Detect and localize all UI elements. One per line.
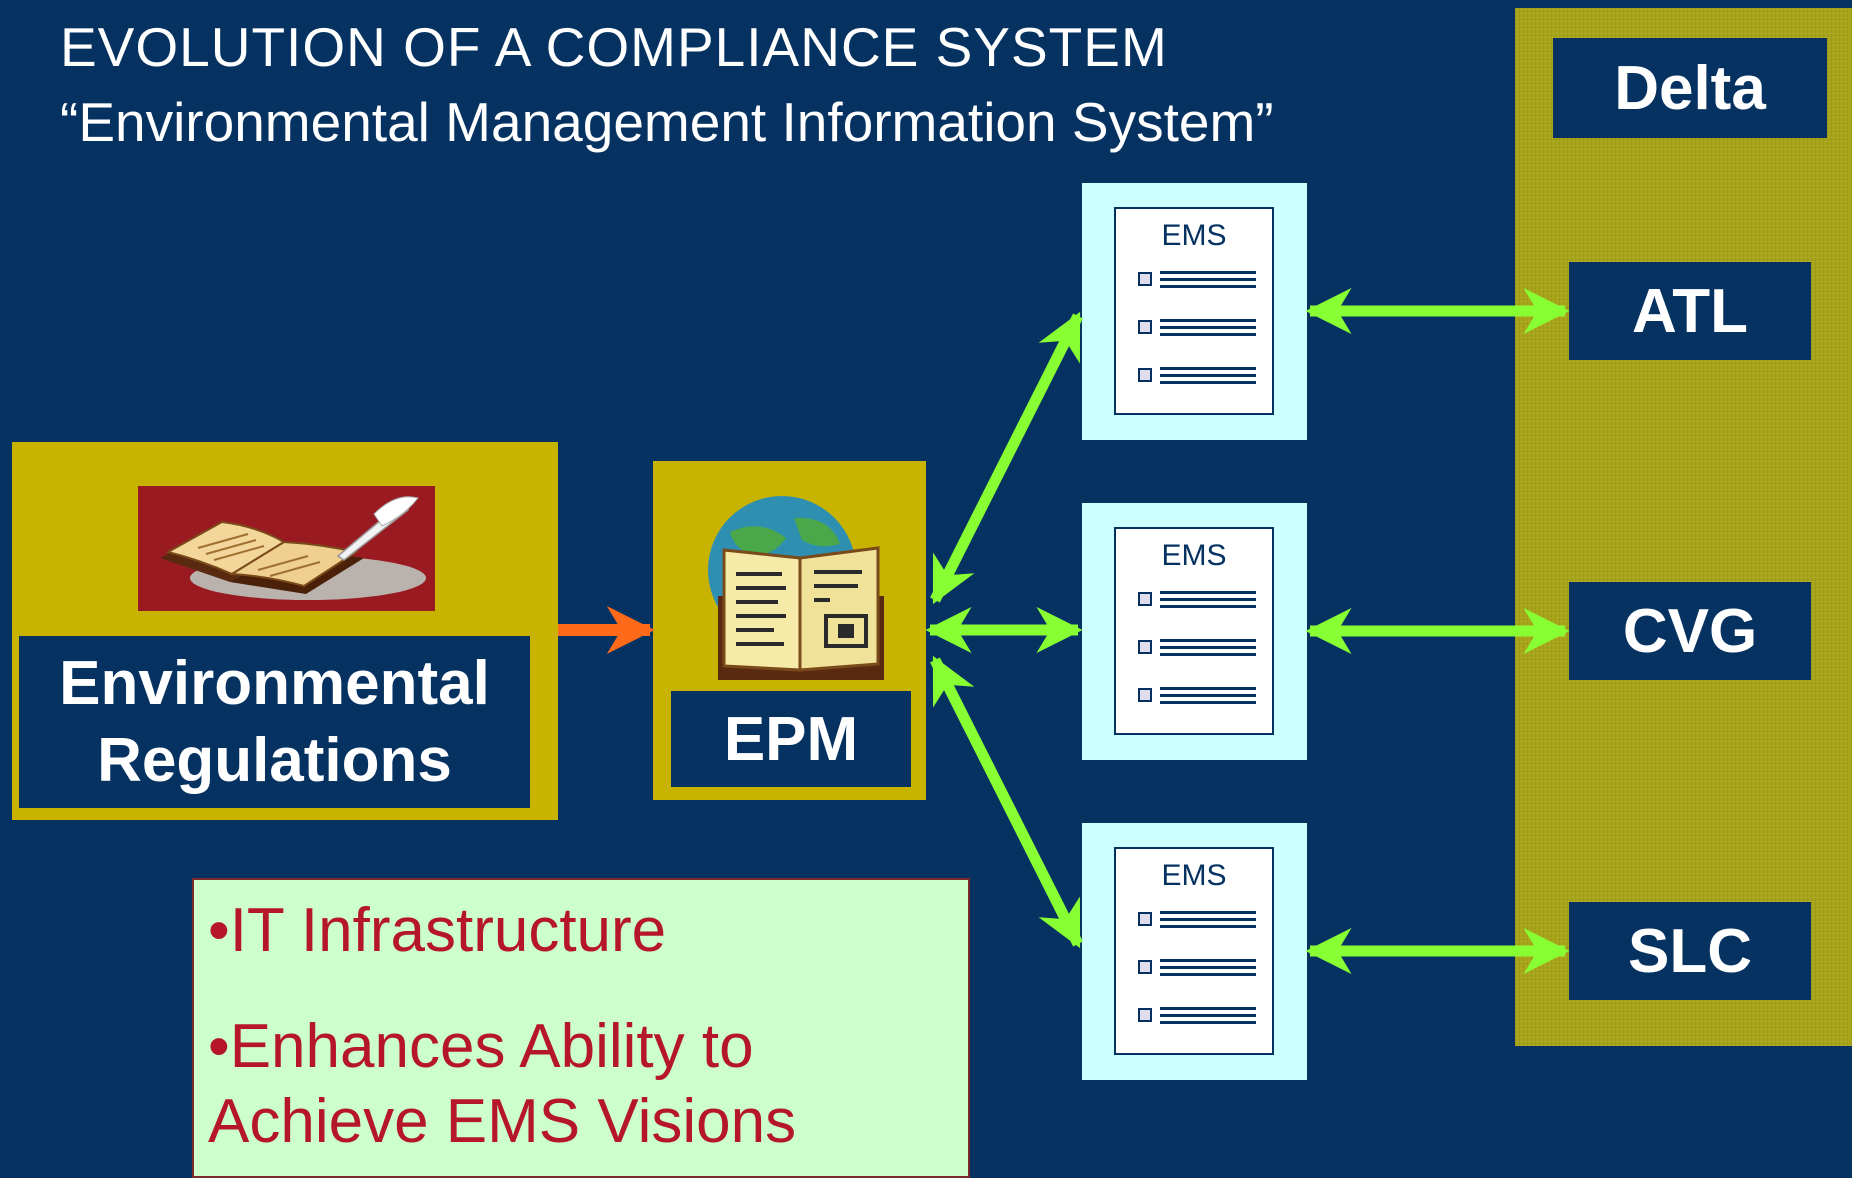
ems-document-bottom: EMS (1082, 823, 1307, 1080)
site-cvg: CVG (1569, 582, 1811, 680)
title-line-1: EVOLUTION OF A COMPLIANCE SYSTEM (60, 16, 1168, 78)
note-enhances-line-2: Achieve EMS Visions (208, 1087, 797, 1156)
ems-label: EMS (1161, 539, 1227, 572)
ems-label: EMS (1161, 859, 1227, 892)
site-delta: Delta (1553, 38, 1827, 138)
site-atl: ATL (1569, 262, 1811, 360)
globe-book-icon (690, 488, 890, 688)
document-checklist-icon: EMS (1114, 527, 1274, 735)
regulations-label: Environmental Regulations (19, 636, 530, 808)
epm-label: EPM (671, 691, 911, 787)
arrow-epm-ems-bottom (930, 655, 1083, 949)
note-it-infrastructure: •IT Infrastructure (208, 896, 667, 965)
site-slc: SLC (1569, 902, 1811, 1000)
document-checklist-icon: EMS (1114, 207, 1274, 415)
ems-document-top: EMS (1082, 183, 1307, 440)
arrow-epm-ems-top (930, 311, 1083, 605)
regulations-label-line-1: Environmental (59, 648, 490, 718)
regulations-label-line-2: Regulations (97, 726, 452, 795)
notes-panel (192, 878, 970, 1178)
document-checklist-icon: EMS (1114, 847, 1274, 1055)
sites-panel (1515, 8, 1852, 1046)
ems-label: EMS (1161, 219, 1227, 252)
note-enhances-line-1: •Enhances Ability to (208, 1012, 754, 1081)
ems-document-middle: EMS (1082, 503, 1307, 760)
open-book-quill-icon (138, 486, 435, 611)
title-line-2: “Environmental Management Information Sy… (60, 91, 1274, 153)
